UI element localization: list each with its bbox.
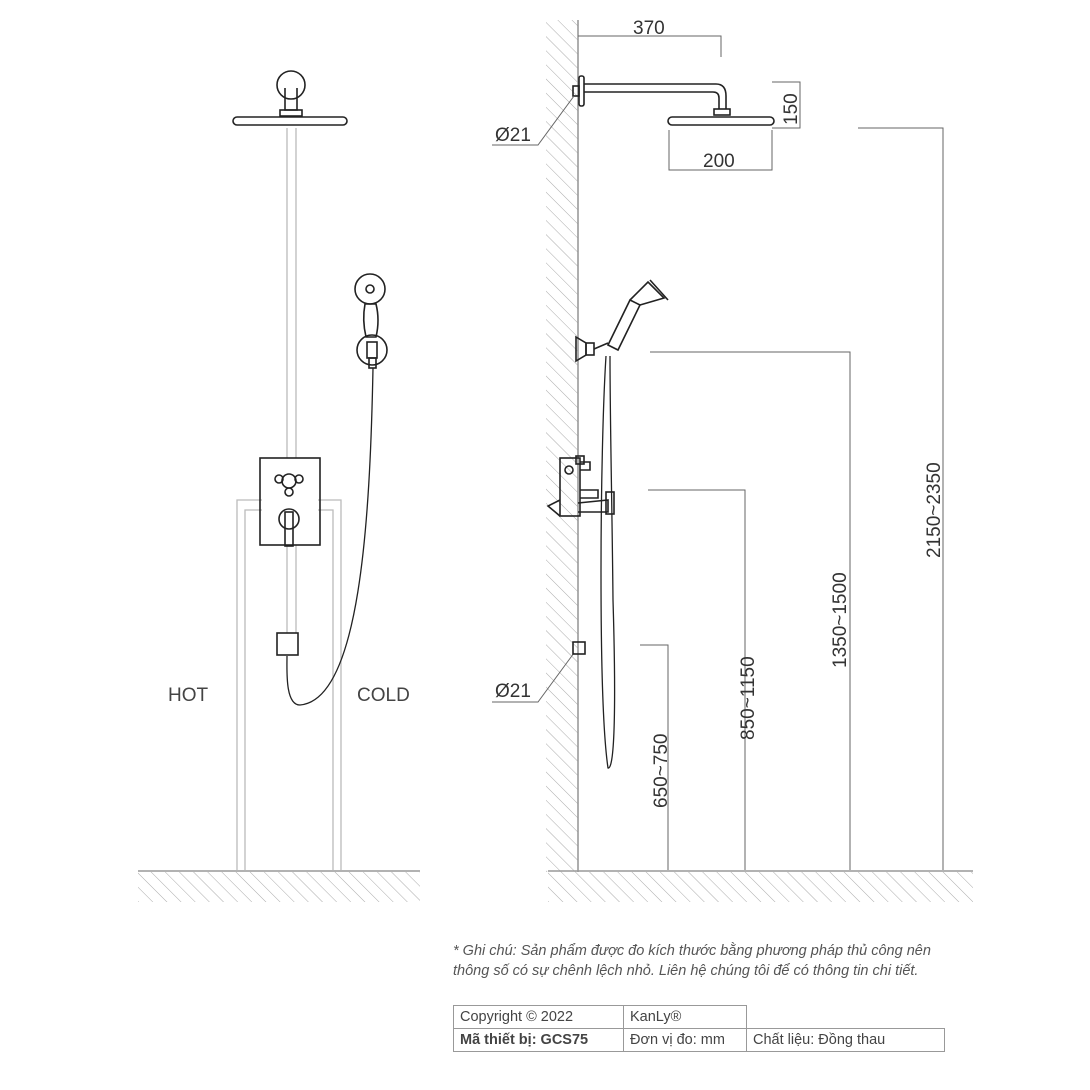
mixer-valve-side xyxy=(546,455,615,517)
dim-arm-length: 370 xyxy=(633,18,665,39)
dim-head-diameter: 200 xyxy=(703,151,735,172)
dim-370-lines xyxy=(578,35,722,57)
leader-top-inlet xyxy=(492,95,575,146)
mixer-valve-front xyxy=(259,457,321,547)
floor-hatch-side xyxy=(548,872,973,902)
model-cell: Mã thiết bị: GCS75 xyxy=(453,1028,624,1052)
dim-mixer-height-range: 850~1150 xyxy=(738,656,759,740)
dim-head-height-range: 2150~2350 xyxy=(924,462,945,558)
riser-pipe xyxy=(286,128,297,633)
front-view xyxy=(138,70,420,902)
dim-200-lines xyxy=(668,130,773,171)
empty-cell xyxy=(746,1005,945,1029)
dim-head-height: 150 xyxy=(781,93,802,125)
hand-shower-front xyxy=(286,273,388,706)
measurement-note: * Ghi chú: Sản phẩm được đo kích thước b… xyxy=(453,943,931,979)
dim-holder-height-range: 1350~1500 xyxy=(830,572,851,668)
rain-shower-head-front xyxy=(232,70,348,126)
dim-top-inlet: Ø21 xyxy=(495,125,531,146)
wall-outlet-side xyxy=(572,641,586,655)
brand-cell: KanLy® xyxy=(623,1005,747,1029)
info-table: Copyright © 2022 KanLy® Mã thiết bị: GCS… xyxy=(453,1005,945,1052)
supply-pipes xyxy=(236,499,342,870)
cold-label: COLD xyxy=(357,685,410,706)
wall-outlet-front xyxy=(276,632,299,656)
dim-bottom-inlet: Ø21 xyxy=(495,681,531,702)
leader-bottom-inlet xyxy=(492,652,575,703)
hand-shower-side xyxy=(575,279,669,769)
floor-hatch-front xyxy=(138,872,420,902)
wall-hatch xyxy=(546,20,578,872)
copyright-cell: Copyright © 2022 xyxy=(453,1005,624,1029)
dim-outlet-height-range: 650~750 xyxy=(651,734,672,809)
unit-cell: Đơn vị đo: mm xyxy=(623,1028,747,1052)
hot-label: HOT xyxy=(168,685,209,706)
side-view xyxy=(492,20,973,902)
dim-150-lines xyxy=(772,81,801,129)
height-dimension-lines xyxy=(640,127,944,870)
material-cell: Chất liệu: Đồng thau xyxy=(746,1028,945,1052)
rain-shower-head-side xyxy=(572,75,775,126)
